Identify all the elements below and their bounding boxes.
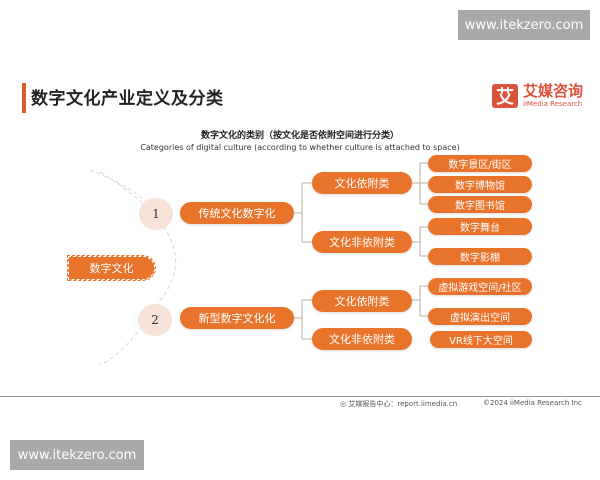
leaf-node: 数字舞台 [428,218,532,235]
group-node: 文化依附类 [312,290,412,312]
leaf-node: 数字景区/街区 [428,155,532,172]
leaf-node: 数字博物馆 [428,176,532,193]
branch-number-1: 1 [139,198,173,230]
group-node: 文化非依附类 [312,231,412,253]
branch-node-2: 新型数字文化化 [180,307,294,329]
branch-node-1: 传统文化数字化 [180,202,294,224]
leaf-node: 虚拟游戏空间/社区 [428,278,532,295]
leaf-node: 数字影棚 [428,248,532,265]
leaf-node: 数字图书馆 [428,196,532,213]
footer-source-text: 艾媒报告中心：report.iimedia.cn [348,400,458,408]
title-accent-bar [22,83,26,113]
footer-copyright: ©2024 iiMedia Research Inc [483,399,582,407]
diagram-subtitle-cn: 数字文化的类别（按文化是否依附空间进行分类） [200,131,399,141]
branch-number-2: 2 [138,304,172,336]
leaf-node: VR线下大空间 [430,331,532,348]
report-center-icon: ◎ [340,400,349,408]
group-node: 文化非依附类 [312,328,412,350]
diagram-subtitle-en: Categories of digital culture (according… [140,143,460,152]
leaf-node: 虚拟演出空间 [428,308,532,325]
root-node: 数字文化 [67,255,156,281]
logo-name-cn: 艾媒咨询 [523,82,584,100]
page-title: 数字文化产业定义及分类 [31,89,224,109]
group-node: 文化依附类 [312,172,412,194]
watermark-top: www.itekzero.com [458,10,590,40]
footer-divider [0,396,600,397]
footer-source: ◎ 艾媒报告中心：report.iimedia.cn [340,399,457,409]
logo-icon: 艾 [492,84,518,108]
logo: 艾 艾媒咨询 iiMedia Research [492,84,583,108]
watermark-bottom: www.itekzero.com [10,440,144,470]
logo-name-en: iiMedia Research [523,100,583,108]
